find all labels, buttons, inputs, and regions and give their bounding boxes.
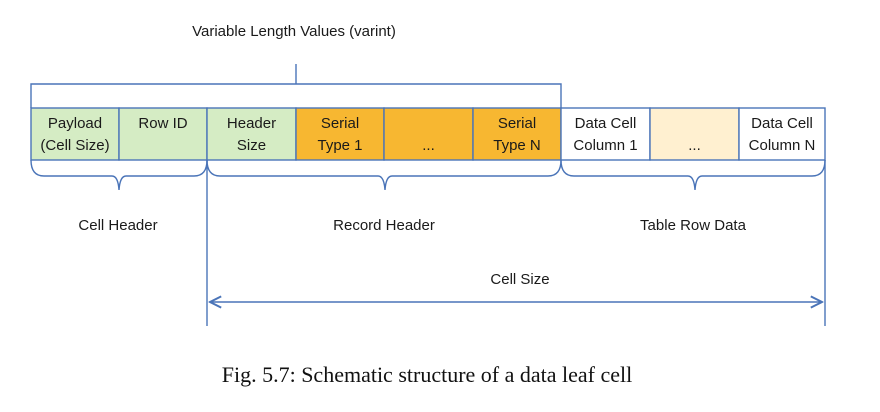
table-row-data-brace	[560, 159, 826, 191]
cell-header-label: Cell Header	[78, 217, 157, 234]
table-row-data-label: Table Row Data	[640, 217, 747, 234]
record-header-brace	[206, 159, 562, 191]
cell-box-8	[738, 107, 826, 161]
varint-bracket	[30, 83, 562, 108]
cell-label-line1-3: Serial	[321, 115, 359, 132]
cell-size-label: Cell Size	[490, 271, 549, 288]
cell-label-line2-5: Type N	[493, 137, 541, 154]
cell-box-5	[472, 107, 562, 161]
cell-box-1	[118, 107, 208, 161]
cell-label-line2-6: Column 1	[573, 137, 637, 154]
cell-label-line2-8: Column N	[749, 137, 816, 154]
cell-label-line2-4: ...	[422, 137, 435, 154]
cell-label-line1-1: Row ID	[138, 115, 187, 132]
record-header-label: Record Header	[333, 217, 435, 234]
cell-box-2	[206, 107, 297, 161]
cell-label-line2-0: (Cell Size)	[40, 137, 109, 154]
cell-label-line1-2: Header	[227, 115, 276, 132]
cell-label-line1-5: Serial	[498, 115, 536, 132]
figure-caption: Fig. 5.7: Schematic structure of a data …	[222, 362, 633, 387]
cell-header-brace	[30, 159, 208, 191]
cell-label-line2-7: ...	[688, 137, 701, 154]
cell-label-line1-0: Payload	[48, 115, 102, 132]
varint-label: Variable Length Values (varint)	[192, 23, 396, 40]
cell-label-line1-6: Data Cell	[575, 115, 637, 132]
cell-label-line2-2: Size	[237, 137, 266, 154]
cell-label-line2-3: Type 1	[317, 137, 362, 154]
cell-label-line1-8: Data Cell	[751, 115, 813, 132]
